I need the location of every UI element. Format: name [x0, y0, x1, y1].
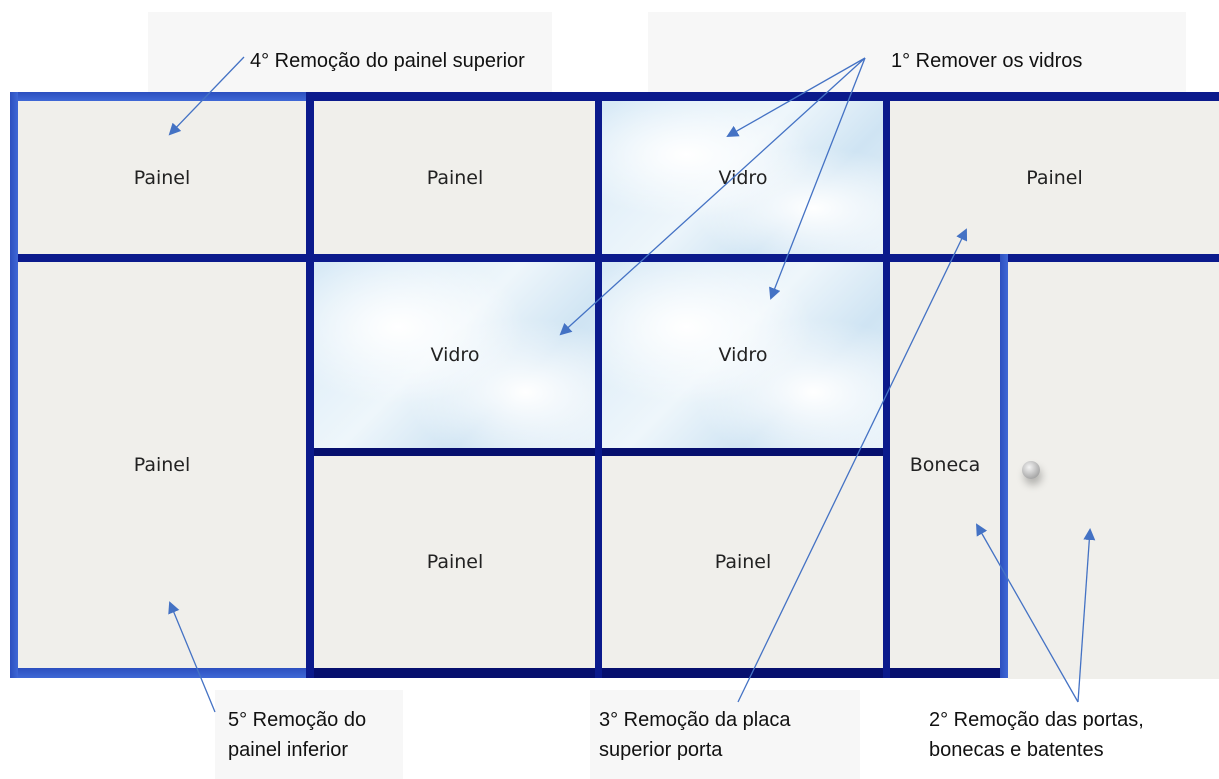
glass-top: Vidro	[602, 101, 884, 254]
label-background	[148, 12, 552, 92]
frame-post-2	[595, 92, 602, 678]
frame-top-bar-left	[10, 92, 306, 101]
annotation-step3-line1: 3° Remoção da placa	[599, 709, 791, 731]
frame-bottom-bar	[10, 668, 1008, 678]
frame-post-3	[883, 92, 890, 678]
glass-label: Vidro	[718, 344, 768, 366]
frame-post-1	[306, 92, 314, 678]
panel-label: Painel	[133, 166, 191, 189]
panel-top-right: Painel	[890, 101, 1219, 254]
frame-door-post	[1000, 254, 1008, 678]
annotation-step4: 4° Remoção do painel superior	[250, 50, 525, 72]
boneca-label: Boneca	[909, 454, 981, 476]
glass-mid-right: Vidro	[602, 262, 884, 448]
panel-bottom-right: Painel	[602, 456, 884, 668]
annotation-step1: 1° Remover os vidros	[891, 50, 1083, 72]
glass-mid-left: Vidro	[314, 262, 596, 448]
annotation-step5-line2: painel inferior	[228, 739, 349, 761]
panel-label: Painel	[1026, 166, 1083, 189]
arrow-step2-boneca	[976, 523, 1079, 703]
arrow-step1-mid-left-glass	[559, 57, 866, 336]
panel-top-left: Painel	[18, 101, 306, 254]
annotation-step5: 5° Remoção do painel inferior	[228, 705, 366, 765]
door-panel	[1008, 262, 1219, 679]
panel-top-mid-left: Painel	[314, 101, 596, 254]
arrow-step4	[168, 56, 245, 136]
arrow-step5	[168, 601, 216, 713]
arrow-step1-mid-right-glass	[769, 57, 866, 300]
panel-label: Painel	[426, 551, 484, 573]
annotation-step2-line2: bonecas e batentes	[929, 739, 1104, 761]
annotation-step3: 3° Remoção da placa superior porta	[599, 705, 790, 765]
panel-label: Painel	[133, 454, 191, 476]
frame-mid-bar	[10, 254, 1219, 262]
arrow-step2-door	[1077, 528, 1096, 703]
frame-top-bar	[10, 92, 1219, 101]
panel-left-tall: Painel	[18, 262, 306, 668]
frame-left-post	[10, 92, 18, 678]
annotation-step2: 2° Remoção das portas, bonecas e batente…	[929, 705, 1144, 765]
frame-bottom-bar-left	[10, 668, 306, 678]
panel-bottom-left: Painel	[314, 456, 596, 668]
label-background	[648, 12, 1186, 92]
panel-label: Painel	[426, 166, 484, 189]
annotation-step5-line1: 5° Remoção do	[228, 709, 367, 731]
arrow-step1-top-glass	[726, 57, 866, 137]
glass-label: Vidro	[430, 344, 480, 366]
label-background	[215, 690, 403, 779]
boneca-panel: Boneca	[890, 262, 1000, 668]
arrow-step3	[737, 228, 968, 703]
label-background	[590, 690, 860, 779]
annotation-step3-line2: superior porta	[599, 739, 723, 761]
annotation-step2-line1: 2° Remoção das portas,	[929, 709, 1144, 731]
door-knob	[1022, 461, 1040, 479]
panel-label: Painel	[714, 551, 772, 573]
glass-label: Vidro	[718, 166, 768, 189]
